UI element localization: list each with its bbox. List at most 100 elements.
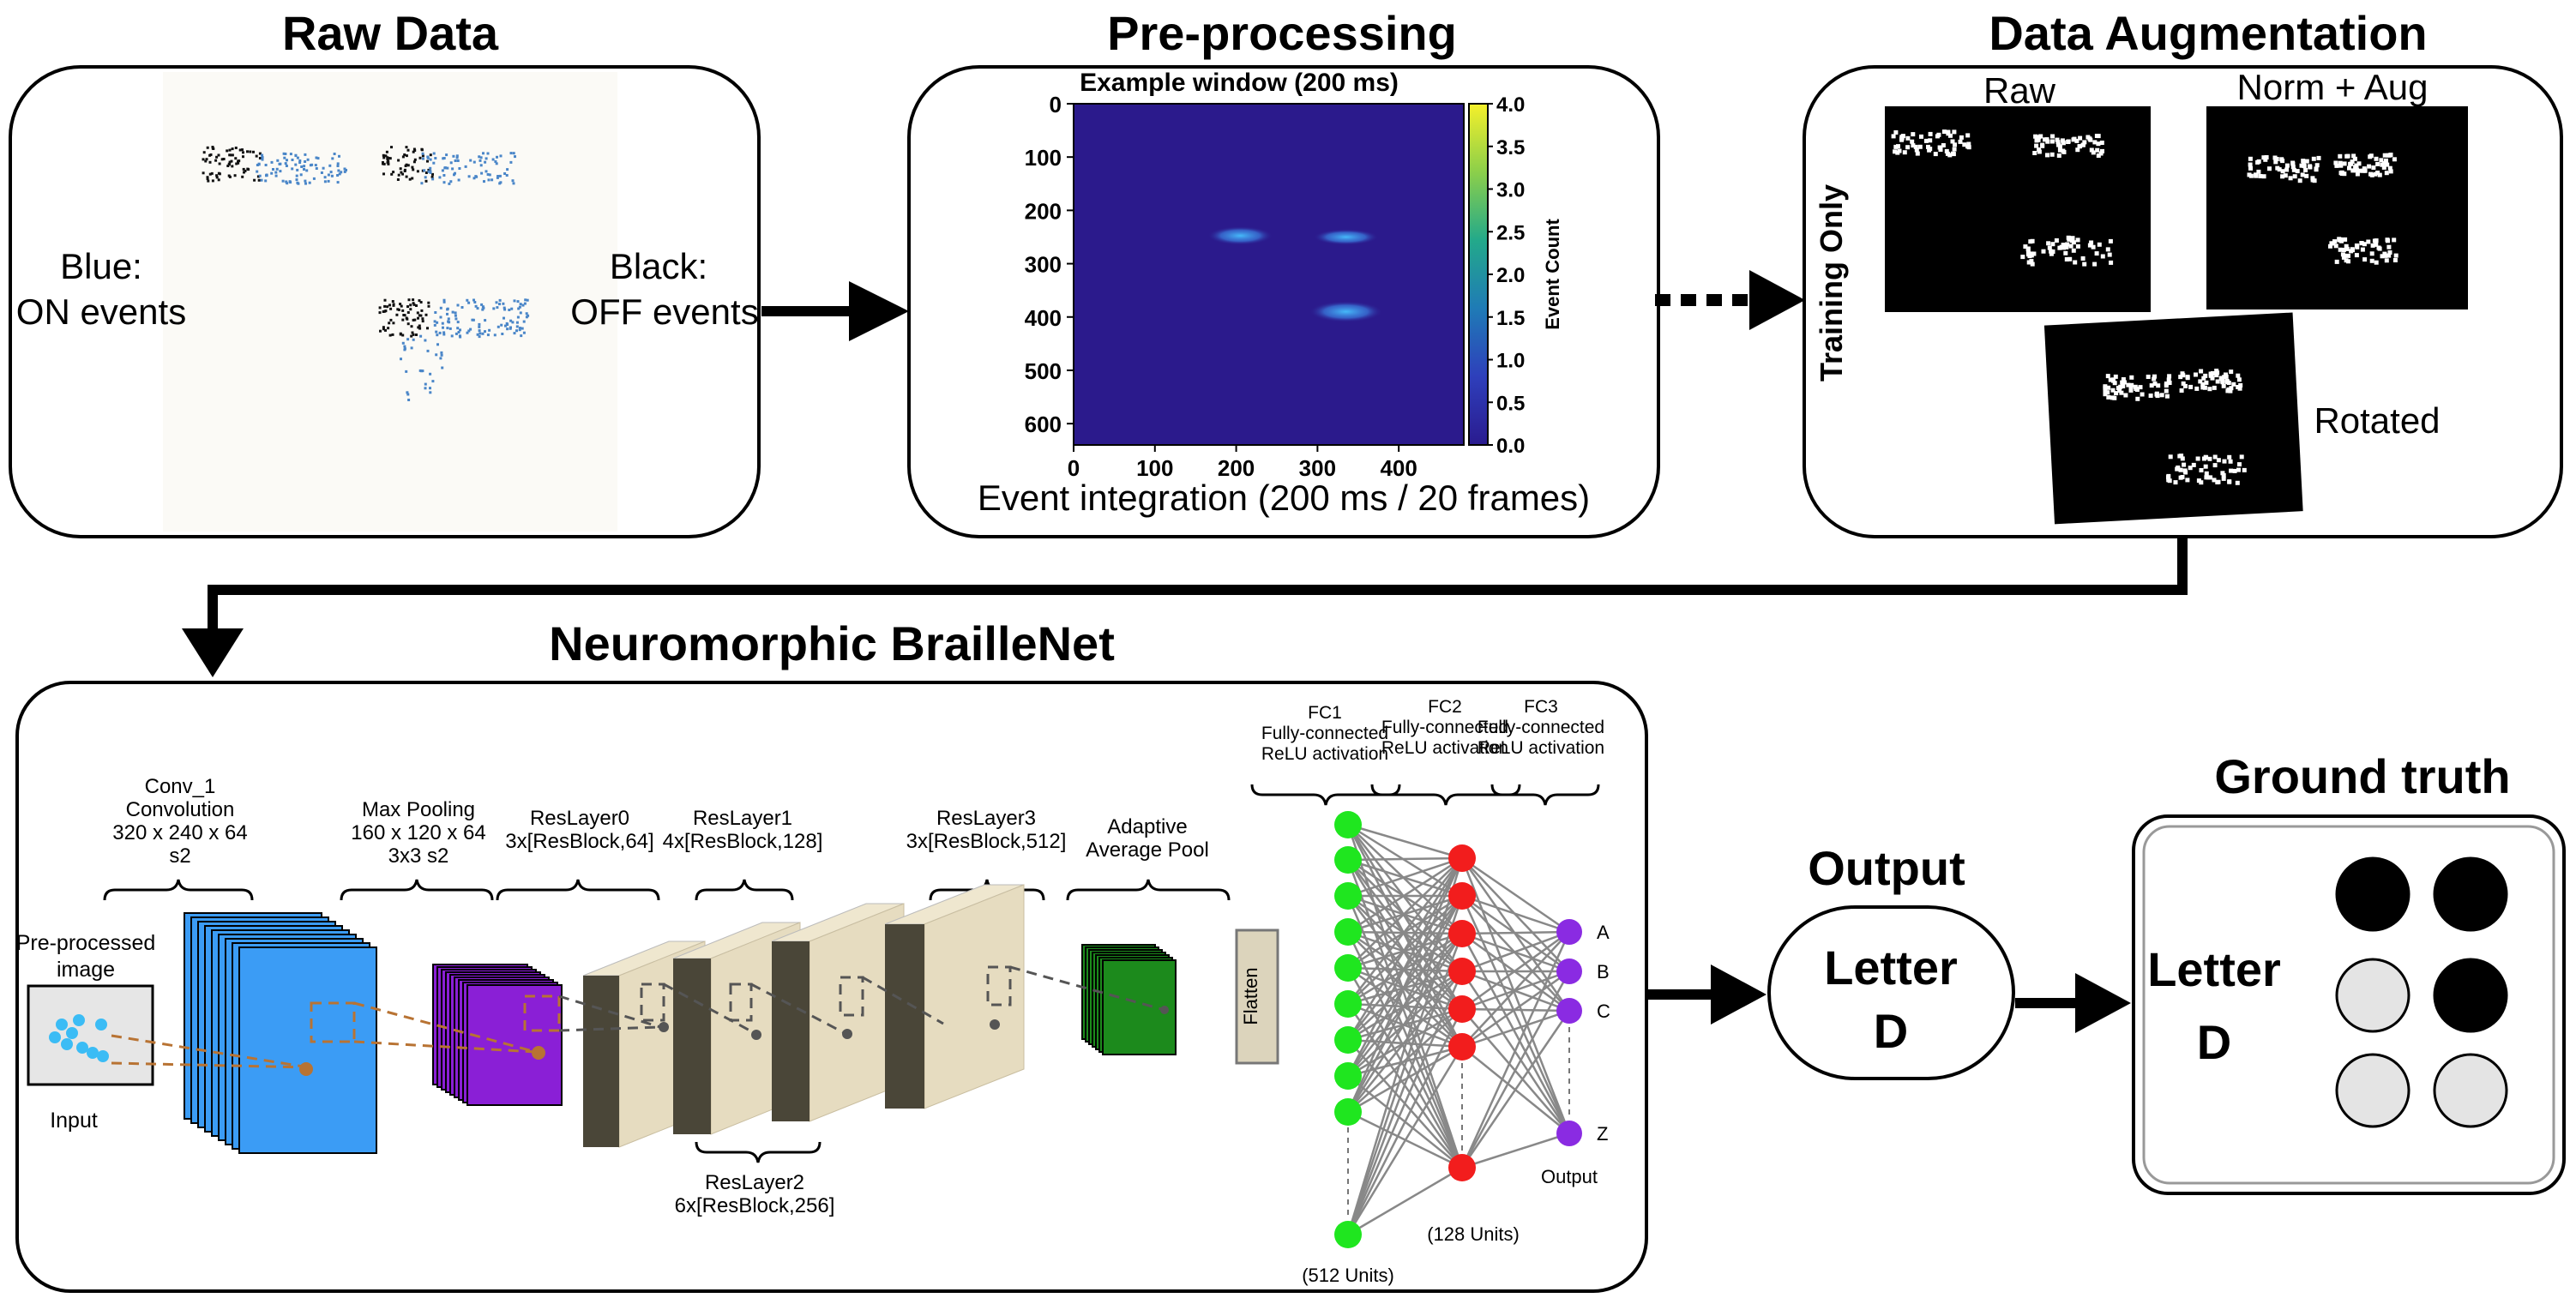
event-point: [481, 308, 485, 311]
aug-pixel: [2284, 163, 2290, 168]
heatmap-x-tick-label: 0: [1068, 455, 1080, 481]
aug-norm-label: Norm + Aug: [2237, 67, 2429, 107]
aug-pixel: [2199, 468, 2204, 472]
aug-pixel: [2059, 244, 2064, 249]
blue-label-line2: ON events: [16, 291, 186, 332]
aug-pixel: [1928, 131, 1933, 136]
aug-pixel: [1905, 145, 1911, 150]
aug-pixel: [2236, 385, 2241, 389]
aug-pixel: [2167, 374, 2172, 379]
fc1-node: [1334, 990, 1362, 1018]
output-line1: Letter: [1824, 940, 1958, 995]
aug-pixel: [2248, 165, 2253, 171]
event-point: [416, 311, 419, 315]
event-point: [275, 167, 279, 171]
event-point: [515, 321, 519, 324]
conv1-label: Conv_1 Convolution 320 x 240 x 64 s2: [112, 775, 247, 868]
aug-pixel: [2284, 167, 2290, 172]
event-point: [421, 154, 424, 158]
aug-pixel: [2056, 142, 2061, 147]
aug-pixel: [2198, 379, 2203, 384]
aug-pixel: [2329, 241, 2334, 246]
event-point: [512, 152, 515, 155]
event-point: [456, 303, 460, 307]
event-point: [478, 159, 482, 162]
svg-text:Adaptive: Adaptive: [1107, 815, 1187, 838]
event-point: [472, 160, 476, 164]
aug-pixel: [2349, 161, 2353, 166]
aug-pixel: [2212, 478, 2217, 483]
aug-pixel: [2280, 174, 2285, 179]
aug-pixel: [2374, 238, 2379, 243]
event-point: [405, 175, 408, 178]
aug-pixel: [2297, 178, 2302, 183]
aug-pixel: [2183, 383, 2188, 388]
aug-raw-label: Raw: [1983, 70, 2056, 111]
ground-truth-line2: D: [2197, 1015, 2231, 1069]
aug-pixel: [2061, 148, 2066, 153]
aug-pixel: [2274, 157, 2279, 161]
event-point: [264, 179, 268, 183]
event-point: [516, 300, 520, 303]
event-point: [336, 165, 340, 167]
event-point: [241, 148, 244, 152]
event-point: [397, 159, 400, 162]
aug-pixel: [2333, 243, 2338, 249]
aug-pixel: [2373, 171, 2378, 177]
svg-text:ResLayer2: ResLayer2: [705, 1171, 804, 1194]
output-panel: Output Letter D: [1767, 841, 2015, 1080]
aug-pixel: [2091, 150, 2096, 155]
event-point: [285, 165, 288, 167]
event-point: [513, 299, 516, 303]
heatmap-title: Example window (200 ms): [1080, 69, 1399, 97]
event-point: [228, 160, 232, 164]
event-point: [424, 179, 428, 183]
event-point: [211, 146, 214, 148]
aug-pixel: [2063, 250, 2068, 255]
event-point: [295, 178, 298, 182]
event-point: [338, 154, 340, 158]
event-point: [208, 172, 212, 176]
event-point: [426, 159, 429, 163]
aug-pixel: [2067, 256, 2073, 261]
fc1-node: [1334, 1098, 1362, 1126]
event-point: [382, 161, 384, 164]
event-point: [459, 335, 462, 339]
event-point: [431, 380, 435, 383]
aug-pixel: [2338, 247, 2343, 252]
aug-pixel: [2356, 161, 2362, 166]
colorbar-tick-label: 0.5: [1496, 392, 1525, 415]
heatmap-x-tick-label: 100: [1136, 455, 1173, 481]
event-point: [525, 312, 528, 315]
aug-pixel: [2392, 157, 2397, 162]
event-point: [208, 160, 212, 164]
event-point: [406, 305, 409, 309]
aug-pixel: [2299, 163, 2304, 168]
event-point: [382, 328, 385, 331]
event-point: [400, 304, 403, 308]
event-point: [518, 328, 521, 332]
aug-pixel: [2166, 377, 2171, 382]
aug-pixel: [2236, 373, 2241, 378]
aug-pixel: [2343, 237, 2348, 242]
event-point: [453, 173, 455, 177]
aug-pixel: [2057, 147, 2062, 153]
aug-pixel: [2258, 174, 2263, 178]
event-point: [382, 326, 385, 329]
aug-pixel: [2362, 257, 2368, 262]
event-point: [202, 151, 206, 154]
aug-pixel: [2216, 479, 2221, 484]
event-point: [412, 333, 415, 336]
colorbar-tick-label: 2.5: [1496, 221, 1525, 244]
aug-pixel: [1941, 143, 1946, 147]
aug-pixel: [2386, 153, 2391, 158]
event-point: [387, 157, 390, 160]
event-point: [220, 158, 224, 161]
aug-pixel: [2096, 134, 2101, 139]
event-point: [399, 333, 402, 336]
event-point: [474, 175, 478, 178]
colorbar-tick-label: 2.0: [1496, 264, 1525, 287]
aug-pixel: [1926, 144, 1930, 149]
event-point: [433, 320, 436, 323]
